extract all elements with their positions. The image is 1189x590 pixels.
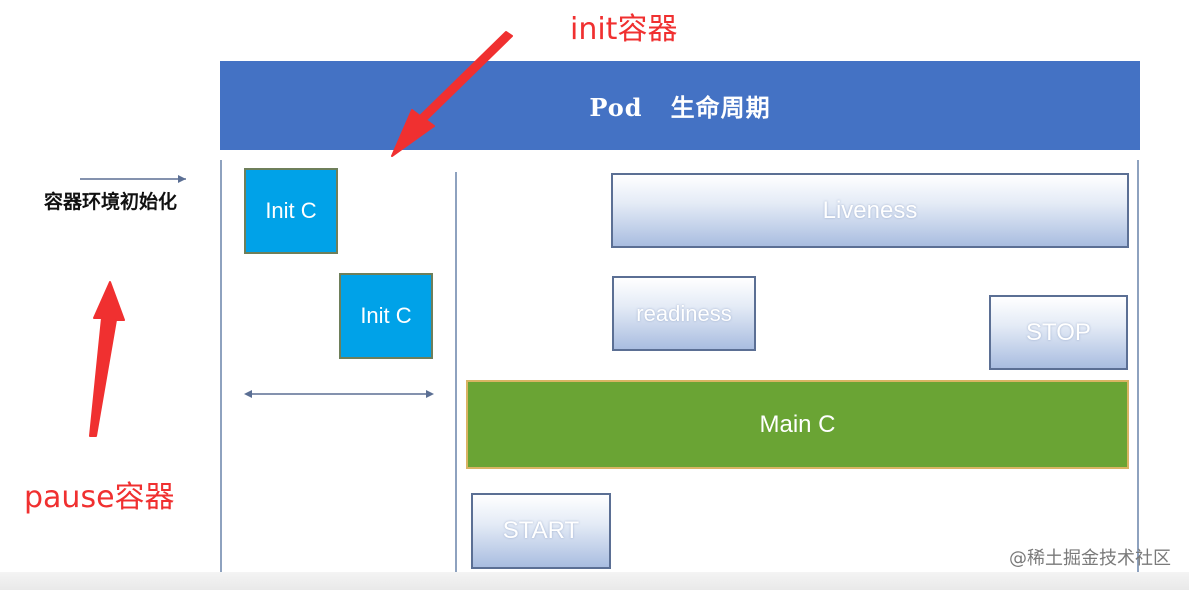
pod-lifecycle-title: Pod 生命周期 (589, 93, 771, 122)
watermark: @稀土掘金技术社区 (1009, 548, 1171, 569)
env-init-arrow-head (178, 175, 186, 183)
start-label: START (502, 517, 580, 544)
init-container-annotation: init容器 (570, 12, 678, 47)
init-container-label-1: Init C (265, 198, 317, 223)
start-hook-box: START (471, 493, 611, 569)
init-container-label-2: Init C (360, 303, 412, 328)
container-env-init-label: 容器环境初始化 (44, 191, 178, 213)
liveness-probe-box: Liveness (611, 173, 1129, 248)
main-container-label: Main C (759, 410, 836, 438)
init-container-box-1: Init C (244, 168, 338, 254)
stop-hook-box: STOP (989, 295, 1128, 370)
stop-label: STOP (1026, 318, 1091, 346)
pause-annotation-arrow (89, 281, 125, 437)
readiness-label: readiness (636, 300, 732, 326)
bottom-band (0, 572, 1189, 590)
init-phase-span-right-head (426, 390, 434, 398)
liveness-label: Liveness (822, 196, 918, 224)
pause-container-annotation: pause容器 (24, 480, 175, 515)
init-phase-span-left-head (244, 390, 252, 398)
init-phase-boundary-line (455, 172, 457, 572)
init-container-box-2: Init C (339, 273, 433, 359)
left-boundary-line (220, 160, 222, 572)
main-container-box: Main C (466, 380, 1129, 469)
init-annotation-arrow (391, 31, 513, 157)
readiness-probe-box: readiness (612, 276, 756, 351)
pod-lifecycle-header: Pod 生命周期 (220, 61, 1140, 150)
right-boundary-line (1137, 160, 1139, 572)
